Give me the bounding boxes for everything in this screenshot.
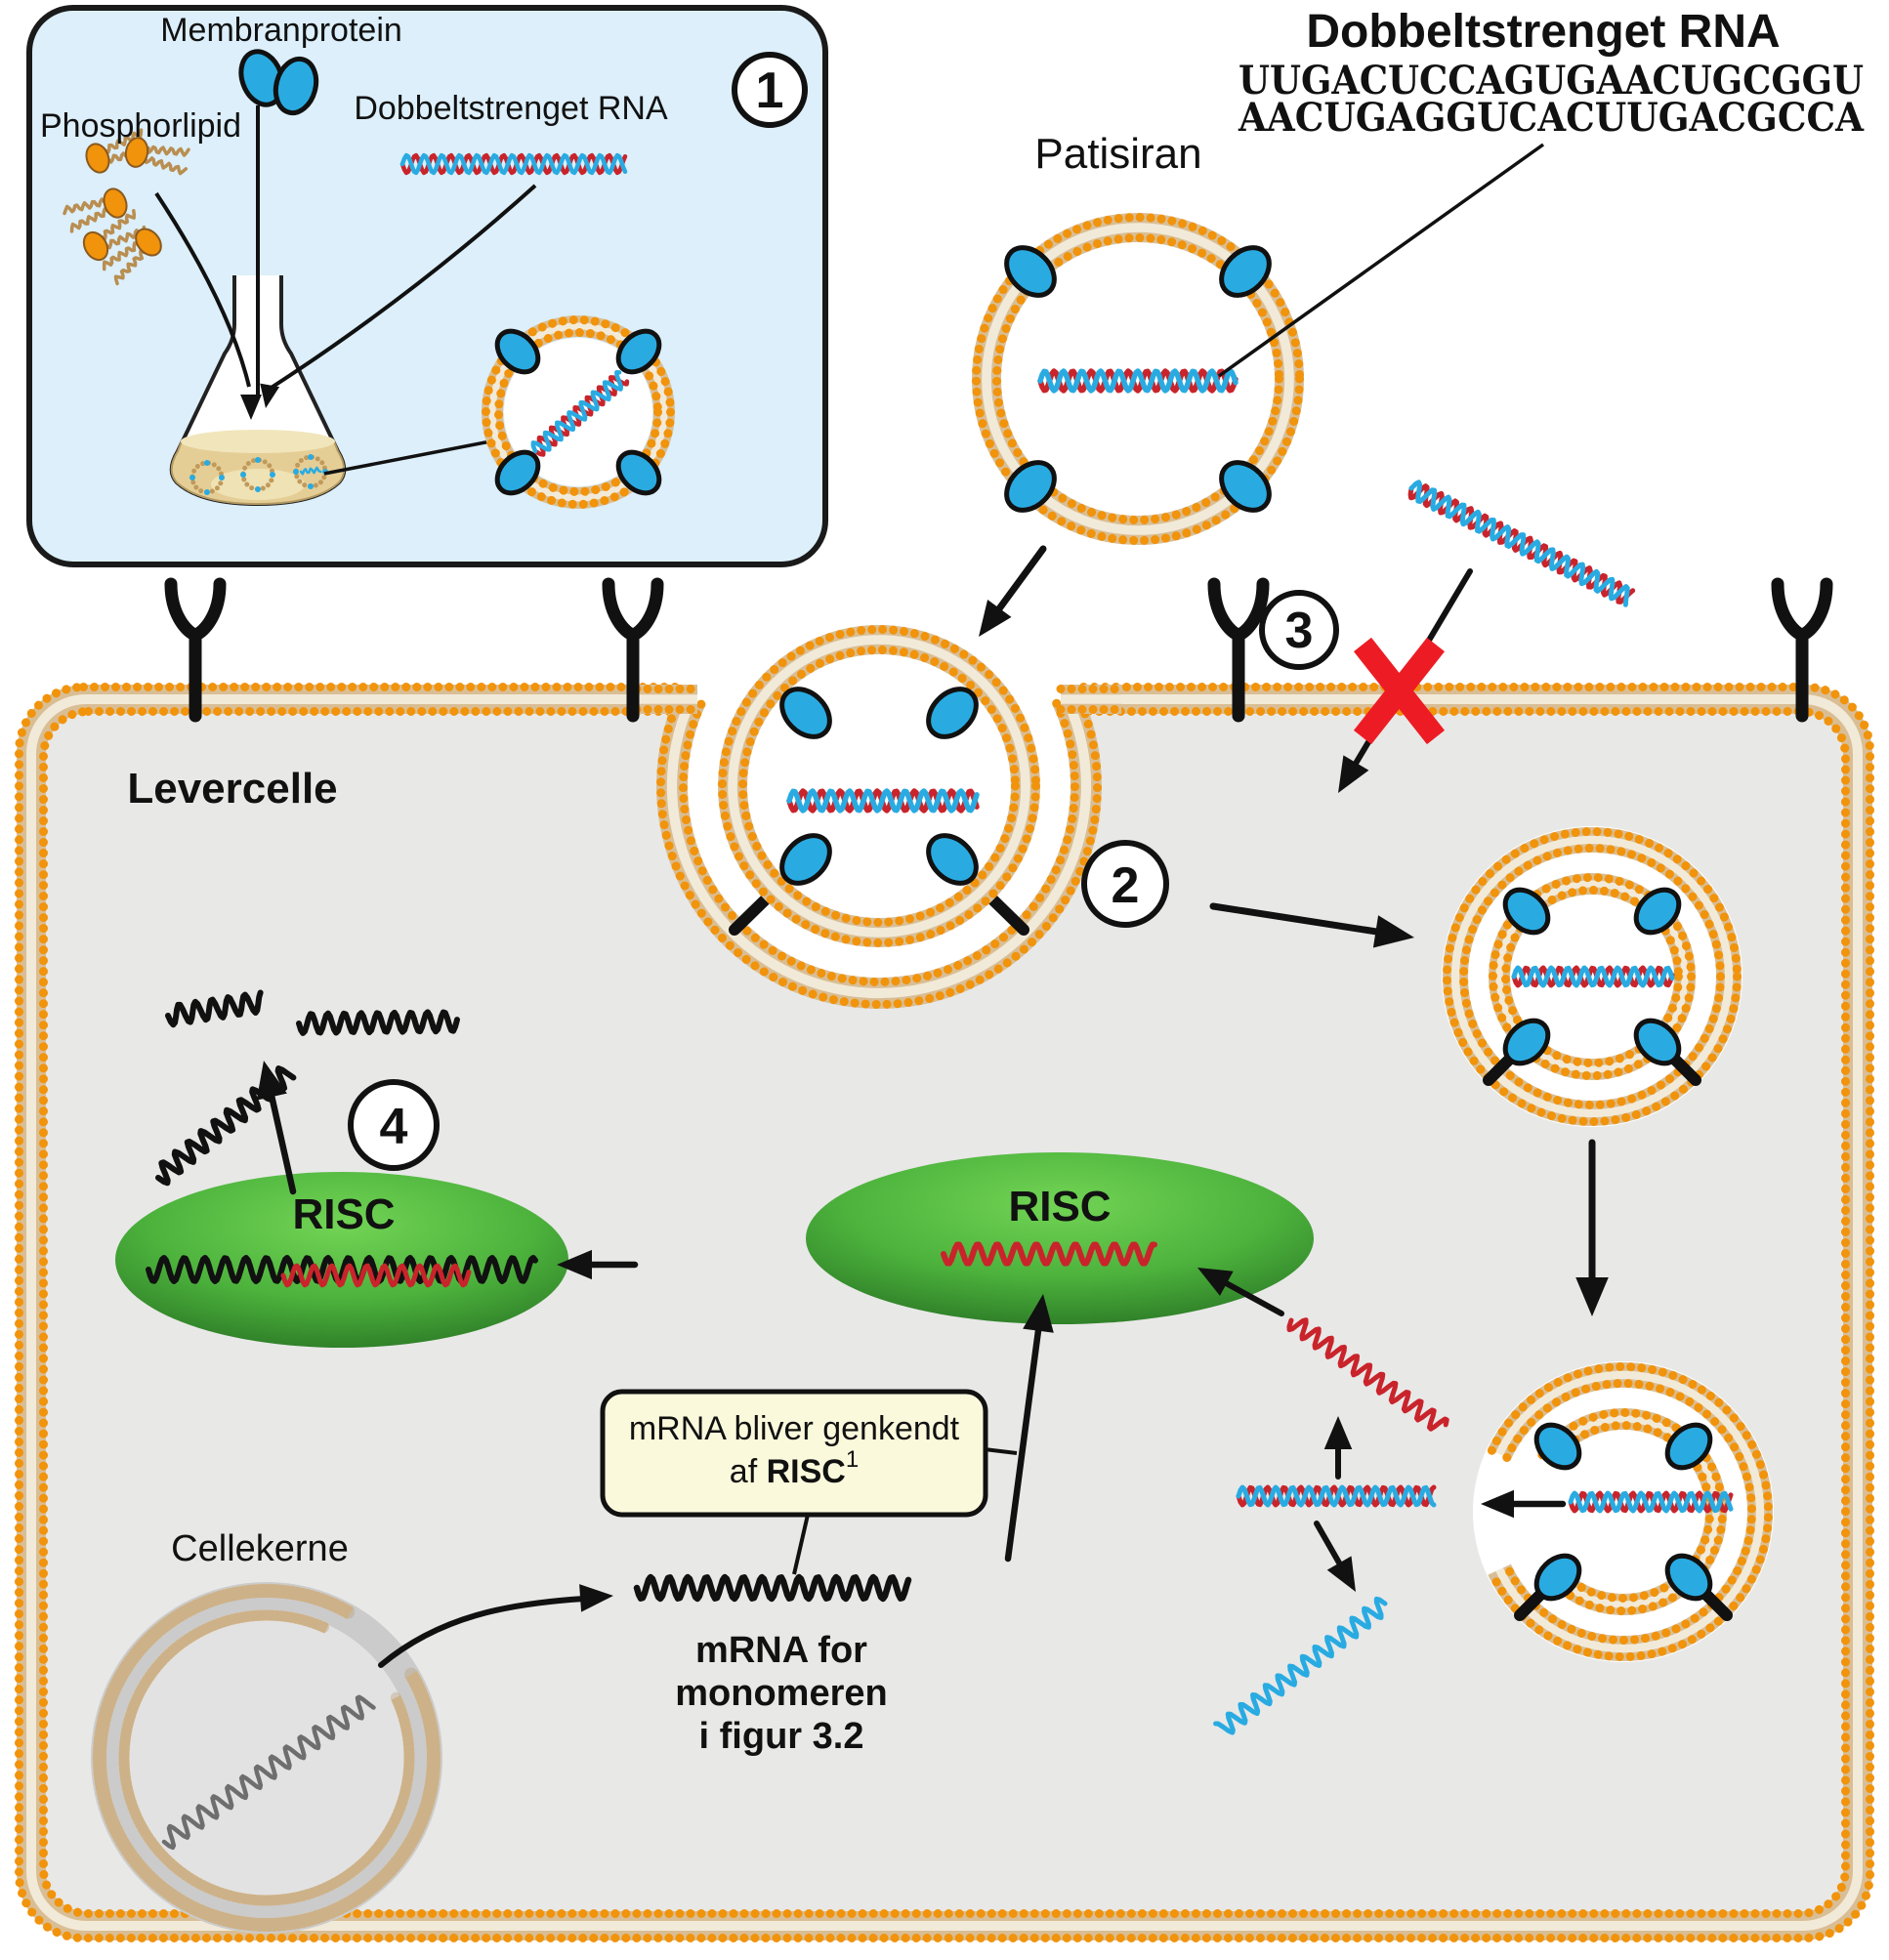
step-4-circle bbox=[348, 1079, 440, 1171]
label-membranprotein: Membranprotein bbox=[160, 12, 402, 49]
label-panel-dsrna: Dobbeltstrenget RNA bbox=[354, 90, 668, 127]
cell-nucleus bbox=[91, 1582, 613, 1934]
label-phosphorlipid: Phosphorlipid bbox=[40, 107, 241, 145]
risc-left-label: RISC bbox=[292, 1190, 395, 1238]
note-box bbox=[600, 1389, 988, 1518]
mrna-caption-line2: monomeren bbox=[675, 1673, 887, 1714]
vesicles-and-endosomes bbox=[972, 143, 1774, 1662]
rna-strands-and-arrows bbox=[633, 480, 1636, 1735]
step-1-circle bbox=[732, 52, 808, 128]
step-2-number: 2 bbox=[1112, 857, 1140, 914]
mrna-caption-line1: mRNA for bbox=[695, 1630, 867, 1671]
risc-complexes bbox=[115, 989, 1314, 1348]
mrna-caption-line3: i figur 3.2 bbox=[699, 1716, 864, 1757]
formulation-panel-content bbox=[63, 49, 675, 509]
rna-sequence-antisense: AACUGAGGUCACUUGACGCCA bbox=[1238, 95, 1865, 141]
note-line2: af RISC1 bbox=[730, 1446, 859, 1490]
step-3-circle bbox=[1259, 590, 1339, 670]
endocytosis-pocket bbox=[632, 563, 1126, 1009]
label-levercelle: Levercelle bbox=[127, 765, 337, 813]
step-4-number: 4 bbox=[380, 1099, 408, 1155]
membrane-receptors bbox=[164, 577, 1833, 723]
step-2-circle bbox=[1081, 840, 1169, 928]
rna-sequence-sense: UUGACUCCAGUGAACUGCGGU bbox=[1238, 58, 1864, 104]
labels: Membranprotein Phosphorlipid Dobbeltstre… bbox=[40, 6, 1865, 1757]
label-patisiran: Patisiran bbox=[1034, 130, 1201, 178]
note-line1: mRNA bliver genkendt bbox=[629, 1410, 960, 1447]
step-3-number: 3 bbox=[1285, 603, 1314, 659]
step-1-number: 1 bbox=[756, 63, 784, 119]
risc-right-label: RISC bbox=[1008, 1183, 1111, 1230]
label-dsrna-title: Dobbeltstrenget RNA bbox=[1306, 6, 1780, 58]
label-cellekerne: Cellekerne bbox=[171, 1528, 349, 1569]
